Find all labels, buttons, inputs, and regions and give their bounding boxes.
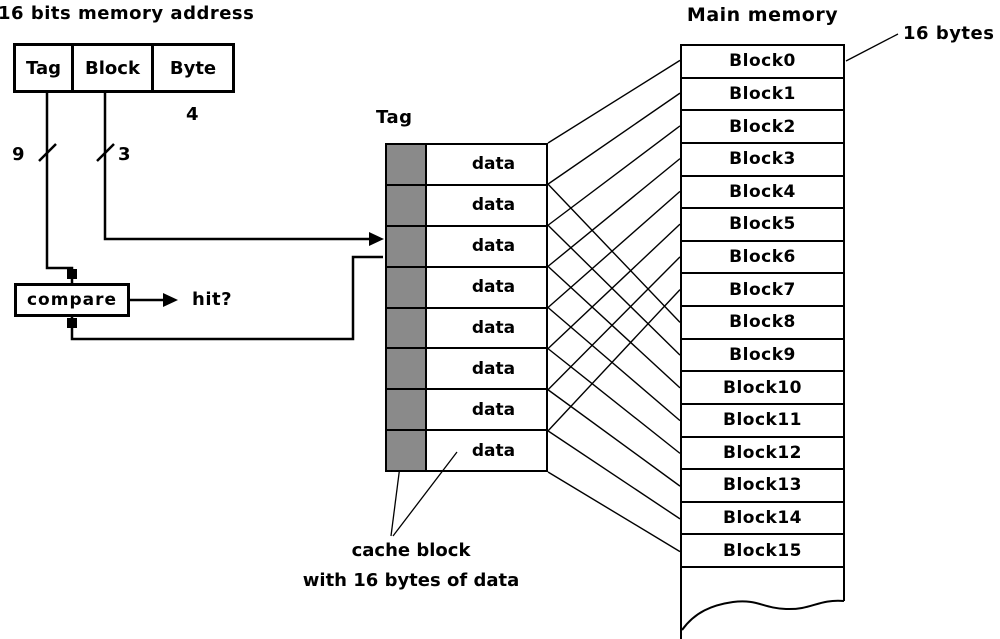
cache-row: data: [387, 308, 546, 350]
cache-data-cell: data: [471, 399, 516, 420]
memory-block-row: Block4: [682, 177, 843, 210]
mapping-line: [547, 256, 681, 391]
address-field-byte: Byte: [169, 57, 217, 79]
block-index-line: [103, 93, 371, 241]
cache-row: data: [387, 390, 546, 432]
cache-tag-cell: [387, 185, 427, 225]
cache-data-cell: data: [471, 277, 516, 298]
main-memory-title: Main memory: [686, 4, 839, 26]
mapping-line: [547, 289, 681, 432]
memory-block-row: Block3: [682, 144, 843, 177]
memory-block-row: Block7: [682, 274, 843, 307]
memory-block-row: Block10: [682, 372, 843, 405]
mapping-line: [547, 224, 681, 356]
memory-block-row: Block0: [682, 46, 843, 79]
mapping-line: [547, 348, 681, 454]
memory-block-row: Block1: [682, 79, 843, 112]
block-bitwidth-label: 3: [118, 144, 132, 165]
memory-address-box: Tag Block Byte: [13, 43, 235, 93]
memory-block-row: Block9: [682, 340, 843, 373]
cache-row: data: [387, 349, 546, 391]
memory-block-row: Block14: [682, 503, 843, 536]
mapping-line: [547, 389, 681, 487]
mapping-line: [547, 59, 681, 144]
byte-bitwidth-label: 4: [186, 104, 200, 125]
cache-tag-cell: [387, 226, 427, 266]
cache-data-cell: data: [471, 358, 516, 379]
cache-tag-cell: [387, 390, 427, 430]
compare-feedback-dot-icon: [67, 318, 77, 328]
cache-data-cell: data: [471, 440, 516, 461]
memory-block-row: Block2: [682, 111, 843, 144]
tag-bitwidth-label: 9: [12, 144, 26, 165]
address-field-block: Block: [74, 46, 154, 90]
cache-data-cell: data: [471, 195, 516, 216]
cache-data-cell: data: [471, 317, 516, 338]
memory-block-row: Block15: [722, 540, 802, 561]
memory-block-row: Block8: [682, 307, 843, 340]
mapping-line: [547, 223, 681, 350]
mapping-line: [547, 183, 681, 323]
compare-input-dot-icon: [67, 269, 77, 279]
block-mapping-lines: [547, 59, 681, 553]
memory-block-row: Block13: [682, 470, 843, 503]
memory-tear-wave: [681, 599, 845, 631]
address-field-tag: Tag: [16, 46, 74, 90]
mapping-line: [547, 190, 681, 309]
byte-size-pointer-line: [845, 33, 899, 62]
cache-block-caption: cache block with 16 bytes of data: [283, 536, 539, 596]
hit-label: hit?: [192, 289, 233, 310]
block-bitwidth-slash: [96, 143, 115, 162]
tag-field-line: [45, 93, 74, 284]
cache-table: data data data data data data data data: [385, 143, 548, 472]
mapping-line: [547, 125, 681, 226]
memory-address-title: 16 bits memory address: [0, 3, 255, 24]
memory-block-row: Block6: [682, 242, 843, 275]
compare-output-arrowhead-icon: [163, 293, 178, 307]
cache-row: data: [387, 145, 546, 186]
memory-block-row: Block5: [682, 209, 843, 242]
tag-bitwidth-slash: [38, 143, 57, 162]
mapping-line: [547, 471, 681, 553]
cache-block-caption-line1: cache block: [351, 540, 471, 561]
cache-block-caption-line2: with 16 bytes of data: [302, 570, 520, 591]
cache-tag-column-label: Tag: [376, 107, 413, 128]
cache-row: data: [387, 267, 546, 309]
cache-data-cell: data: [471, 154, 516, 175]
cache-row: data: [387, 431, 546, 470]
cache-tag-cell: [387, 267, 427, 307]
compare-box: compare: [14, 283, 130, 317]
mapping-line: [547, 265, 681, 389]
cache-tag-cell: [387, 431, 427, 470]
cache-tag-cell: [387, 349, 427, 389]
mapping-line: [547, 306, 681, 422]
memory-block-row: Block11: [682, 405, 843, 438]
cache-data-cell: data: [471, 236, 516, 257]
mapping-line: [547, 92, 681, 185]
cache-row: data: [387, 185, 546, 227]
mapping-line: [547, 158, 681, 267]
byte-size-label: 16 bytes: [903, 23, 995, 44]
cache-row: data: [387, 226, 546, 268]
mapping-line: [547, 430, 681, 520]
cache-tag-cell: [387, 145, 427, 184]
cache-tag-cell: [387, 308, 427, 348]
block-index-arrowhead-icon: [369, 232, 384, 246]
memory-block-row: Block12: [682, 438, 843, 471]
